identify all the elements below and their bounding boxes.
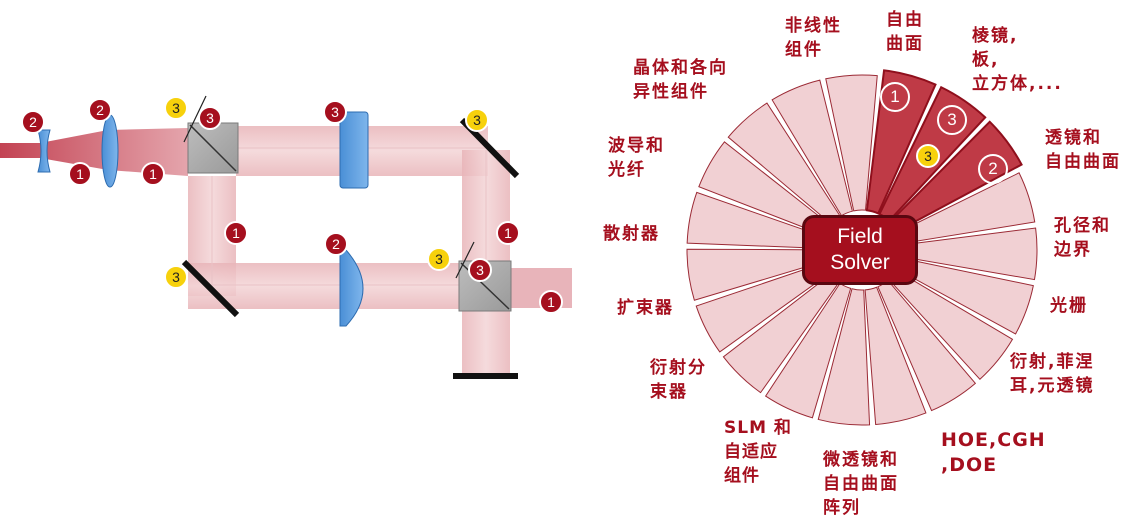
label-microlens: 微透镜和自由曲面阵列 [823,450,899,518]
negative-lens [37,129,51,173]
red-number-badge: 1 [141,162,165,186]
beam-to-screen [462,309,510,375]
badge-number: 3 [435,251,443,267]
wheel-slice [864,286,927,426]
badge-number: 1 [232,225,240,241]
label-crystal: 晶体和各向异性组件 [633,58,728,102]
beam-lower [188,263,460,309]
input-beam [0,128,188,176]
wheel-slice [817,288,871,426]
badge-layer: 2 1 2 1 3 3 3 3 1 1 2 3 3 3 1 1 3 3 2 [21,82,1008,314]
red-number-badge: 1 [68,162,92,186]
label-slm: SLM 和自适应组件 [724,418,792,486]
plano-convex-lens [339,249,364,327]
red-number-badge: 2 [21,110,45,134]
label-prism: 棱镜,板,立方体,... [972,26,1063,94]
red-number-badge: 2 [88,98,112,122]
yellow-number-badge: 3 [916,144,940,168]
yellow-number-badge: 3 [164,265,188,289]
label-hoe: HOE,CGH,DOE [941,429,1046,476]
wheel-slice [825,74,878,212]
label-beam-expander: 扩束器 [617,298,674,318]
badge-number: 3 [331,104,339,120]
mirror-lower-left [181,259,240,318]
badge-number: 3 [924,148,932,164]
red-number-badge: 3 [198,106,222,130]
red-number-badge: 2 [978,154,1008,184]
badge-number: 1 [547,294,555,310]
label-diffraction-fresnel: 衍射,菲涅耳,元透镜 [1010,352,1095,396]
red-number-badge: 2 [324,232,348,256]
badge-number: 1 [149,166,157,182]
badge-number: 3 [473,112,481,128]
field-solver-box: Field Solver [802,215,918,285]
cube-2-slash [455,241,475,279]
badge-number: 2 [29,114,37,130]
yellow-number-badge: 3 [427,247,451,271]
label-scatterer: 散射器 [603,224,660,244]
red-number-badge: 3 [468,258,492,282]
red-number-badge: 1 [539,290,563,314]
label-lens-freeform: 透镜和自由曲面 [1045,128,1121,172]
label-aperture: 孔径和边界 [1054,216,1111,260]
badge-number: 3 [172,100,180,116]
wheel-slice [771,79,853,217]
upper-plate-lens [339,111,369,189]
red-number-badge: 3 [937,105,967,135]
biconvex-lens [101,114,119,188]
wheel-slice [764,282,852,419]
label-diffractive-splitter: 衍射分束器 [650,358,707,402]
cube-1-slash [183,95,207,143]
field-solver-line-1: Field [837,225,883,248]
field-solver-line-2: Solver [830,251,890,274]
label-waveguide: 波导和光纤 [608,136,665,180]
label-freeform: 自由曲面 [886,10,924,54]
label-nonlinear: 非线性组件 [785,16,842,60]
badge-number: 2 [988,159,997,178]
yellow-number-badge: 3 [164,96,188,120]
optical-setup [0,95,572,379]
badge-number: 3 [947,110,956,129]
label-grating: 光栅 [1050,296,1088,316]
yellow-number-badge: 3 [465,108,489,132]
red-number-badge: 1 [496,221,520,245]
badge-number: 2 [332,236,340,252]
badge-number: 1 [76,166,84,182]
badge-number: 3 [172,269,180,285]
badge-number: 1 [504,225,512,241]
badge-number: 3 [206,110,214,126]
badge-number: 2 [96,102,104,118]
red-number-badge: 1 [880,82,910,112]
badge-number: 1 [890,87,899,106]
cube-1-diagonal [189,124,237,172]
red-number-badge: 3 [323,100,347,124]
red-number-badge: 1 [224,221,248,245]
badge-number: 3 [476,262,484,278]
